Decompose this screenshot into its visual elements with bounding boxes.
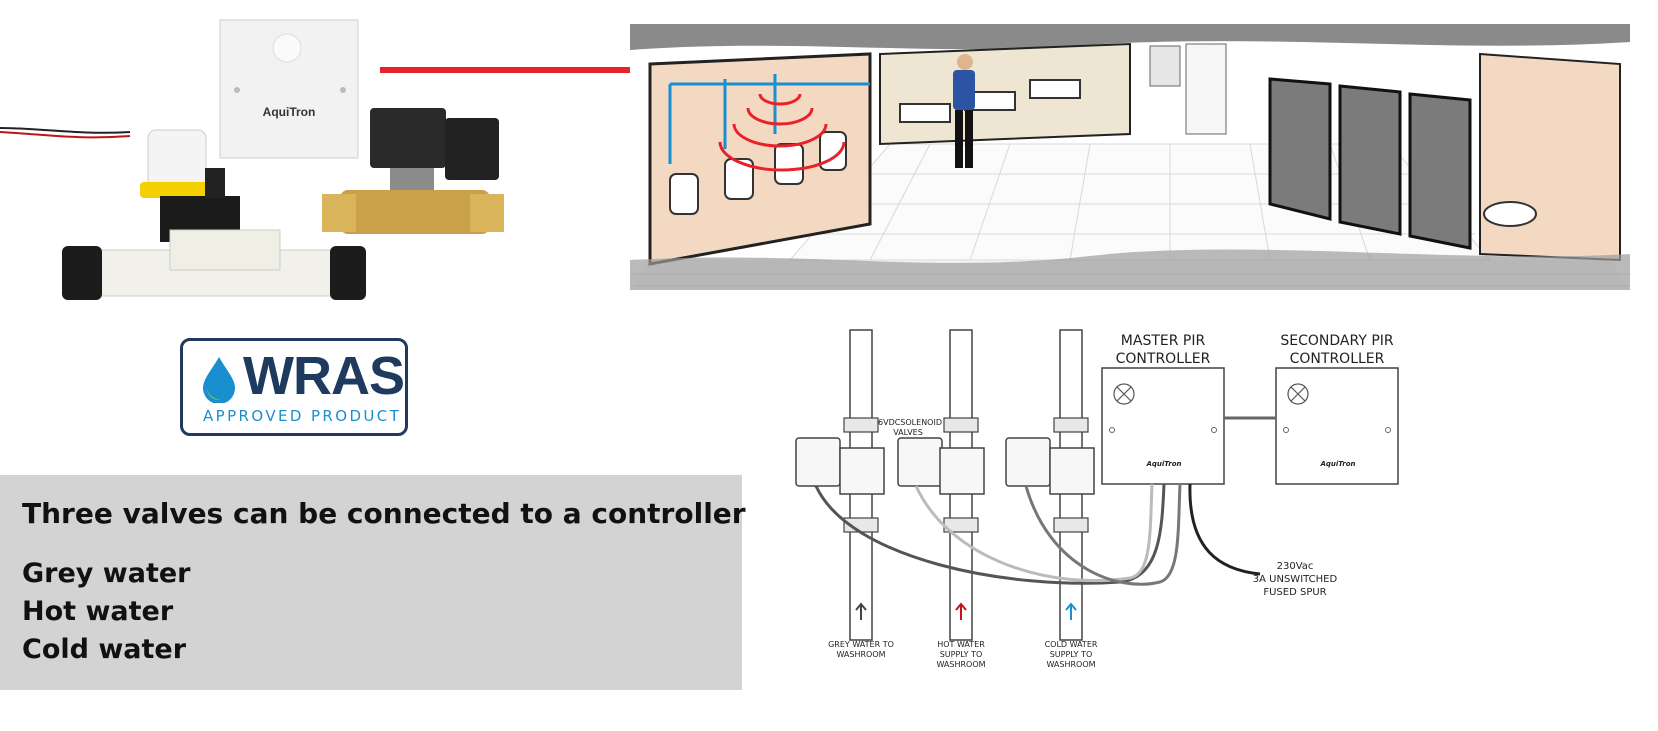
wras-badge: WRAS APPROVED PRODUCT: [180, 338, 408, 436]
valves-label-line1: 6VDCSOLENOID: [878, 418, 942, 427]
cold-line1: COLD WATER: [1044, 640, 1098, 649]
washroom-illustration: [630, 24, 1630, 290]
hot-line3: WASHROOM: [936, 660, 986, 669]
secondary-pir-box: [1275, 367, 1399, 485]
water-drop-icon: [203, 357, 235, 403]
master-title-line2: CONTROLLER: [1115, 351, 1211, 367]
product-images: AquiTron: [0, 19, 520, 300]
list-item: Grey water: [22, 558, 191, 589]
info-heading: Three valves can be connected to a contr…: [22, 497, 746, 530]
hot-line2: SUPPLY TO: [939, 650, 983, 659]
power-line1: 230Vac: [1276, 561, 1314, 572]
secondary-controller-title: SECONDARY PIR CONTROLLER: [1266, 332, 1408, 368]
secondary-title-line2: CONTROLLER: [1289, 351, 1385, 367]
power-line2: 3A UNSWITCHED: [1252, 574, 1338, 585]
list-item: Hot water: [22, 596, 174, 627]
master-title-line1: MASTER PIR: [1120, 333, 1206, 349]
sensor-brand: AquiTron: [263, 105, 316, 119]
wiring-schematic: MASTER PIR CONTROLLER SECONDARY PIR CONT…: [790, 320, 1490, 720]
plastic-solenoid-valve-image: [62, 129, 366, 300]
schematic-drawing: [795, 329, 1399, 641]
water-type-list: Grey water Hot water Cold water: [22, 555, 191, 669]
power-line3: FUSED SPUR: [1263, 587, 1327, 598]
hot-line1: HOT WATER: [937, 640, 985, 649]
wras-title: WRAS: [243, 346, 405, 406]
grey-line1: GREY WATER TO: [828, 640, 894, 649]
secondary-brand: AquiTron: [1320, 460, 1356, 468]
cold-line3: WASHROOM: [1046, 660, 1096, 669]
power-supply-label: 230Vac 3A UNSWITCHED FUSED SPUR: [1240, 560, 1350, 599]
valves-label-line2: VALVES: [893, 428, 923, 437]
grey-line2: WASHROOM: [836, 650, 886, 659]
master-controller-title: MASTER PIR CONTROLLER: [1102, 332, 1224, 368]
person-figure: [953, 54, 975, 168]
hot-water-label: HOT WATER SUPPLY TO WASHROOM: [926, 640, 996, 670]
master-brand: AquiTron: [1146, 460, 1182, 468]
master-pir-box: [1101, 367, 1225, 485]
cold-water-label: COLD WATER SUPPLY TO WASHROOM: [1036, 640, 1106, 670]
valves-label: 6VDCSOLENOID VALVES: [878, 418, 942, 438]
secondary-title-line1: SECONDARY PIR: [1280, 333, 1394, 349]
info-panel: Three valves can be connected to a contr…: [0, 475, 746, 690]
cold-line2: SUPPLY TO: [1049, 650, 1093, 659]
grey-water-label: GREY WATER TO WASHROOM: [826, 640, 896, 660]
list-item: Cold water: [22, 634, 187, 665]
wras-subtitle: APPROVED PRODUCT: [203, 407, 402, 425]
pir-sensor-image: AquiTron: [219, 19, 359, 159]
brass-solenoid-valve-image: [322, 108, 504, 234]
